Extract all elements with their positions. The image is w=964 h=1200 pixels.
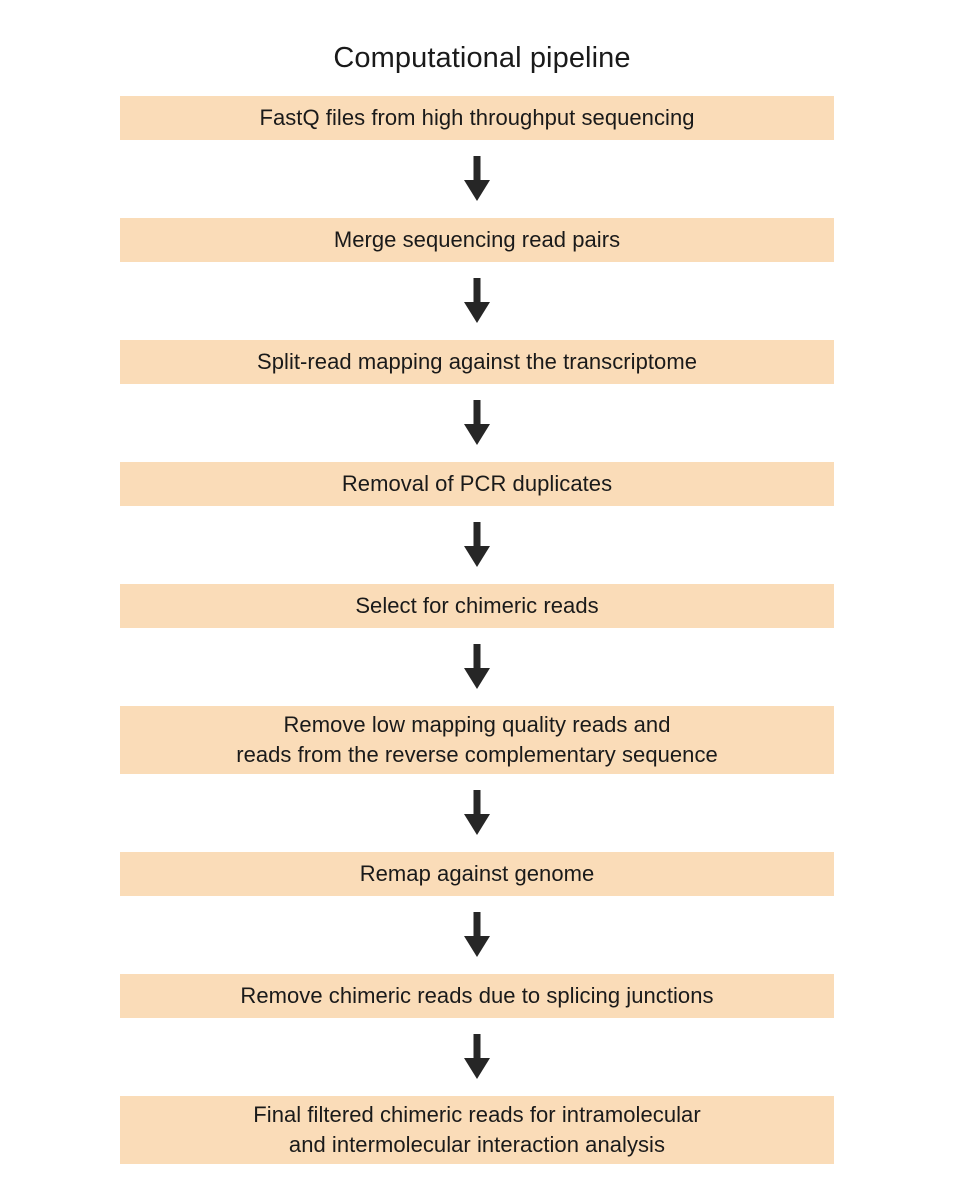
flow-step-8-label: Remove chimeric reads due to splicing ju… [240, 983, 714, 1008]
flow-step-7: Remap against genome [120, 852, 834, 896]
arrow-down-icon [464, 1034, 490, 1079]
flow-step-3: Split-read mapping against the transcrip… [120, 340, 834, 384]
flow-connector-7 [120, 896, 834, 974]
flow-step-6: Remove low mapping quality reads and rea… [120, 706, 834, 774]
flow-connector-3 [120, 384, 834, 462]
flow-step-2-label: Merge sequencing read pairs [333, 227, 621, 252]
arrow-down-icon [464, 644, 490, 689]
flow-connector-4 [120, 506, 834, 584]
flowchart-column: FastQ files from high throughput sequenc… [120, 96, 834, 1164]
arrow-down-icon [464, 400, 490, 445]
flow-step-6-label: Remove low mapping quality reads and rea… [236, 712, 718, 767]
flow-step-5: Select for chimeric reads [120, 584, 834, 628]
arrow-down-icon [464, 912, 490, 957]
flow-step-1: FastQ files from high throughput sequenc… [120, 96, 834, 140]
flow-step-9-label: Final filtered chimeric reads for intram… [253, 1102, 701, 1157]
flow-step-9: Final filtered chimeric reads for intram… [120, 1096, 834, 1164]
flow-connector-5 [120, 628, 834, 706]
page-title: Computational pipeline [333, 42, 631, 74]
flow-connector-8 [120, 1018, 834, 1096]
flow-step-3-label: Split-read mapping against the transcrip… [257, 349, 697, 374]
flow-step-1-label: FastQ files from high throughput sequenc… [259, 105, 695, 130]
flow-step-4-label: Removal of PCR duplicates [341, 471, 613, 496]
flow-connector-6 [120, 774, 834, 852]
flow-step-4: Removal of PCR duplicates [120, 462, 834, 506]
arrow-down-icon [464, 522, 490, 567]
arrow-down-icon [464, 278, 490, 323]
arrow-down-icon [464, 790, 490, 835]
arrow-down-icon [464, 156, 490, 201]
flow-connector-1 [120, 140, 834, 218]
flow-step-5-label: Select for chimeric reads [355, 593, 599, 618]
flow-step-7-label: Remap against genome [359, 861, 595, 886]
flow-step-2: Merge sequencing read pairs [120, 218, 834, 262]
flow-connector-2 [120, 262, 834, 340]
flow-step-8: Remove chimeric reads due to splicing ju… [120, 974, 834, 1018]
